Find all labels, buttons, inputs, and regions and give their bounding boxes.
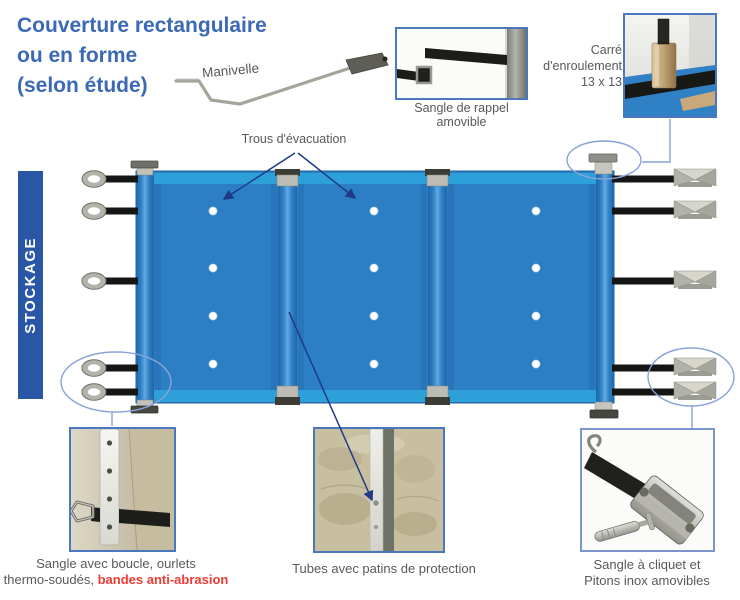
caption-sangle-boucle-line2: thermo-soudés, [3,572,98,587]
trous-evacuation-label: Trous d'évacuation [241,132,347,146]
page-title: Couverture rectangulaire ou en forme (se… [17,14,267,97]
strap-with-eyelet [81,359,138,377]
cover-tube [278,171,297,403]
stockage-banner-label: STOCKAGE [22,236,39,334]
sangle-boucle-photo [71,429,174,550]
cover-bottom-edge [137,390,613,402]
drain-hole [208,359,218,369]
strap-with-cleat [612,168,717,187]
rivet [106,440,113,446]
strap-with-eyelet [81,202,138,220]
tubes-patins-photo [315,429,443,551]
drain-hole [369,263,379,273]
strap-with-cleat [612,200,717,219]
carre-enroulement-label: Carré d'enroulement 13 x 13 [543,43,622,89]
strap-with-cleat [612,270,717,289]
stockage-banner: STOCKAGE [18,171,43,399]
rivet [106,468,113,474]
rivet [106,496,113,502]
buckle [415,65,433,85]
cover-tube [596,171,614,403]
rivet [106,524,113,530]
strap [584,452,652,504]
crank-grip [345,52,389,75]
sangle-cliquet-photo [582,430,713,550]
inset-photo-tubes-patins [313,427,445,553]
drain-hole [531,263,541,273]
inset-photo-sangle-boucle [69,427,176,552]
tube-clamp [275,385,300,405]
square-drive-tip [657,18,670,45]
caption-sangle-boucle: Sangle avec boucle, ourlets thermo-soudé… [2,556,230,588]
caption-bandes-anti-abrasion: bandes anti-abrasion [97,572,229,587]
left-straps [81,170,138,401]
strap-with-cleat [612,357,717,376]
right-straps [612,168,717,400]
cover-tube [428,171,447,403]
welded-hem-strip [99,429,120,546]
caption-sangle-boucle-line1: Sangle avec boucle, ourlets [36,556,196,571]
sangle-rappel-photo [397,29,526,98]
caption-tubes-patins: Tubes avec patins de protection [292,561,476,576]
tube-end-cap [589,401,619,419]
strap [119,509,170,527]
drain-hole [531,311,541,321]
inset-photo-sangle-cliquet [580,428,715,552]
tube-clamp [275,169,300,187]
strap-with-eyelet [81,383,138,401]
drain-hole [531,359,541,369]
protection-pad [369,429,384,551]
cover-tube [136,171,154,403]
strap-with-eyelet [81,272,138,290]
strap [425,48,507,65]
cover-top-edge [137,173,613,184]
caption-sangle-rappel: Sangle de rappel amovible [414,101,509,129]
strap-with-cleat [612,381,717,400]
inset-photo-carre-enroulement [623,13,717,118]
carre-enroulement-photo [625,15,715,116]
drain-hole [208,311,218,321]
hook [587,434,602,454]
drain-hole [369,206,379,216]
caption-sangle-cliquet: Sangle à cliquet et Pitons inox amovible… [584,557,710,588]
pool-cover [130,153,619,419]
strap-end [397,69,419,81]
tube [383,429,394,551]
drain-hole [369,359,379,369]
pole [507,29,526,98]
tube-clamp [425,169,450,187]
tube-clamp [425,385,450,405]
drain-hole [531,206,541,216]
drain-hole [208,206,218,216]
drain-hole [208,263,218,273]
ratchet-body [630,475,704,545]
crank-illustration [174,52,389,106]
coping-wood [680,91,715,111]
inset-photo-sangle-rappel [395,27,528,100]
drain-hole [369,311,379,321]
tube-end-cap [130,160,159,176]
piton [594,512,655,542]
strap-with-eyelet [81,170,138,188]
